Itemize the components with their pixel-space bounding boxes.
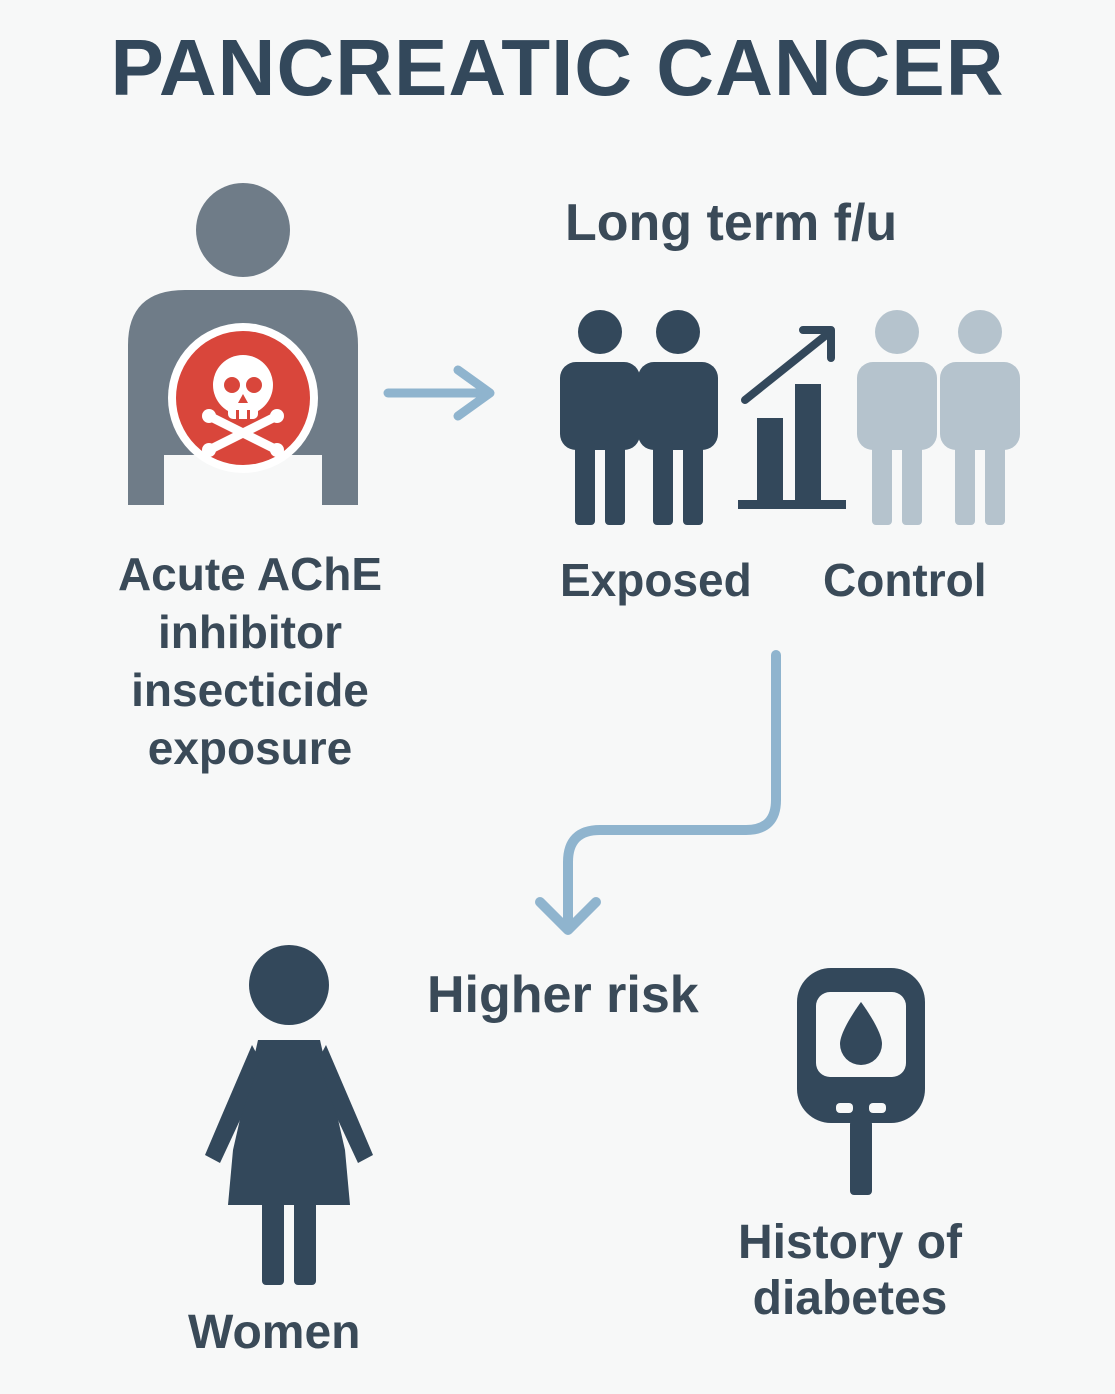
curved-down-arrow-icon bbox=[535, 650, 781, 935]
right-arrow-icon bbox=[383, 365, 495, 421]
women-label: Women bbox=[188, 1306, 361, 1359]
control-group-icon bbox=[857, 310, 1020, 525]
glucometer-icon bbox=[797, 968, 925, 1195]
page-title: PANCREATIC CANCER bbox=[110, 23, 1005, 112]
followup-label: Long term f/u bbox=[565, 194, 898, 252]
skull-crossbones-icon bbox=[168, 323, 318, 473]
exposed-group-label: Exposed bbox=[560, 554, 752, 606]
rising-trend-icon bbox=[738, 326, 846, 509]
exposed-group-icon bbox=[560, 310, 718, 525]
woman-icon bbox=[205, 945, 373, 1285]
outcome-label: Higher risk bbox=[427, 966, 699, 1024]
exposure-label: Acute AChE inhibitor insecticide exposur… bbox=[117, 548, 383, 774]
control-group-label: Control bbox=[823, 554, 987, 606]
diabetes-history-label: History of diabetes bbox=[737, 1216, 962, 1325]
